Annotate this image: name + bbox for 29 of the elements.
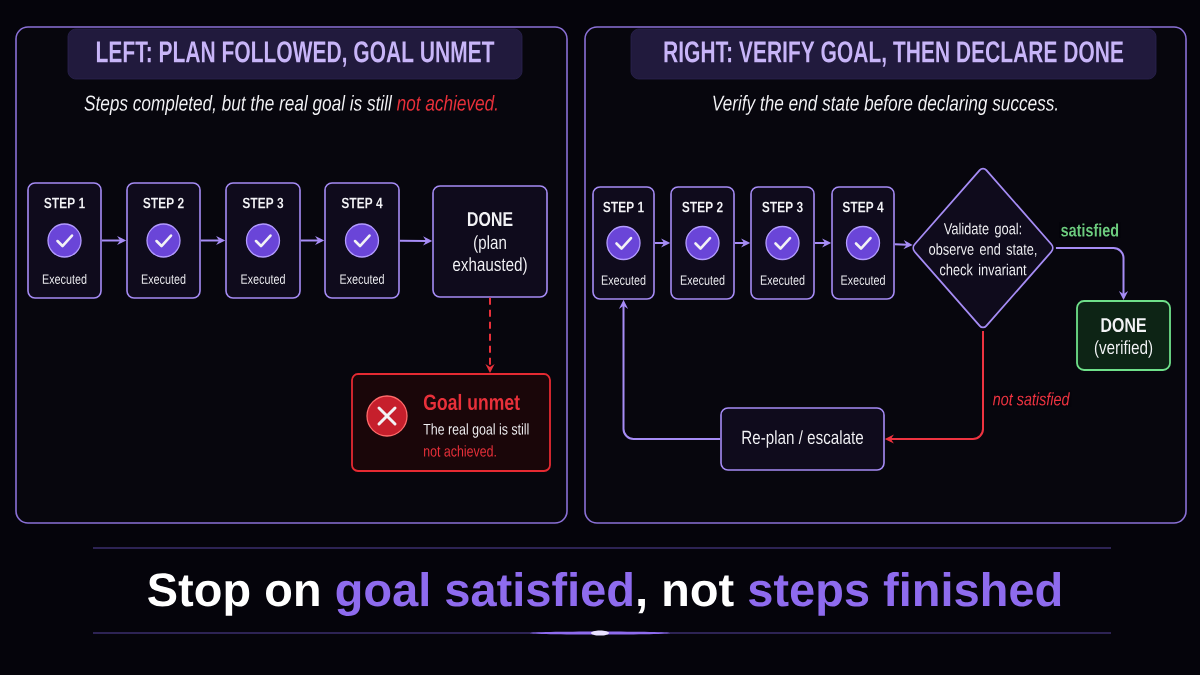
- node-label: STEP 2: [143, 197, 184, 209]
- node-label: STEP 1: [603, 201, 644, 213]
- node-label: STEP 3: [762, 201, 803, 213]
- node-label: Executed: [141, 274, 186, 284]
- node-label: Executed: [680, 275, 725, 285]
- node-label: Executed: [241, 274, 285, 284]
- label: , not: [638, 575, 734, 614]
- node-label: Executed: [841, 275, 885, 285]
- node-label: STEP 1: [44, 197, 85, 209]
- result-box: DONE (plan exhausted): [432, 185, 548, 298]
- title-banner: RIGHT: VERIFY GOAL, THEN DECLARE DONE: [630, 28, 1157, 80]
- node-label: Executed: [760, 275, 805, 285]
- title-banner: LEFT: PLAN FOLLOWED, GOAL UNMET: [67, 28, 523, 80]
- node-label: Executed: [340, 274, 384, 284]
- node-label: Executed: [601, 275, 646, 285]
- subtitle: Verify the end state before declaring success.: [713, 95, 1057, 116]
- label: Stop on: [148, 573, 319, 616]
- label: steps finished: [748, 571, 1061, 616]
- subtitle: Steps completed, but the real goal is still not achieved.: [84, 95, 497, 116]
- tagline: Stop on goal satisfied, not steps finished: [148, 572, 1061, 616]
- node-label: STEP 4: [842, 201, 884, 213]
- alert-box: Goal unmet The real goal is still not achieved.: [351, 373, 551, 472]
- node-label: STEP 2: [682, 201, 723, 213]
- node-label: Executed: [42, 274, 87, 284]
- node-label: STEP 4: [341, 197, 383, 209]
- process-box: Re-plan / escalate: [720, 407, 885, 471]
- node-label: STEP 3: [242, 197, 284, 209]
- label: goal satisfied: [336, 571, 632, 617]
- result-box: DONE (verified): [1076, 300, 1171, 371]
